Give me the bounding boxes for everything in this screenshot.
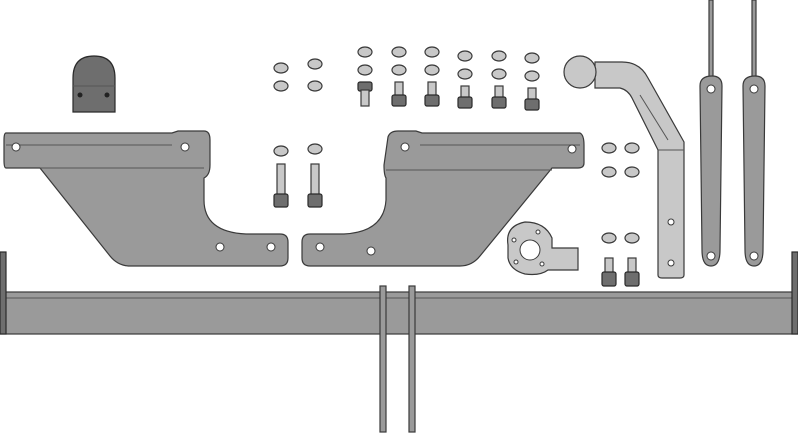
bolt-stack-5 <box>491 50 507 109</box>
main-crossbar <box>0 251 798 433</box>
side-hardware <box>601 142 640 287</box>
right-mounting-bracket <box>301 130 585 267</box>
bolt-stack-3 <box>424 46 440 107</box>
bolt-stack-4 <box>457 50 473 109</box>
hardware-top-center <box>273 58 323 92</box>
tow-ball-neck <box>563 55 685 279</box>
support-straps <box>699 0 766 267</box>
bolt-stack-6 <box>524 52 540 111</box>
left-mounting-bracket <box>3 130 289 267</box>
electrical-socket-plate <box>507 221 579 276</box>
hardware-rows <box>357 46 540 111</box>
socket-cover <box>72 55 116 113</box>
bolt-stack-2 <box>391 46 407 107</box>
bolt-stack-1 <box>357 46 373 107</box>
center-bolts <box>273 143 323 208</box>
